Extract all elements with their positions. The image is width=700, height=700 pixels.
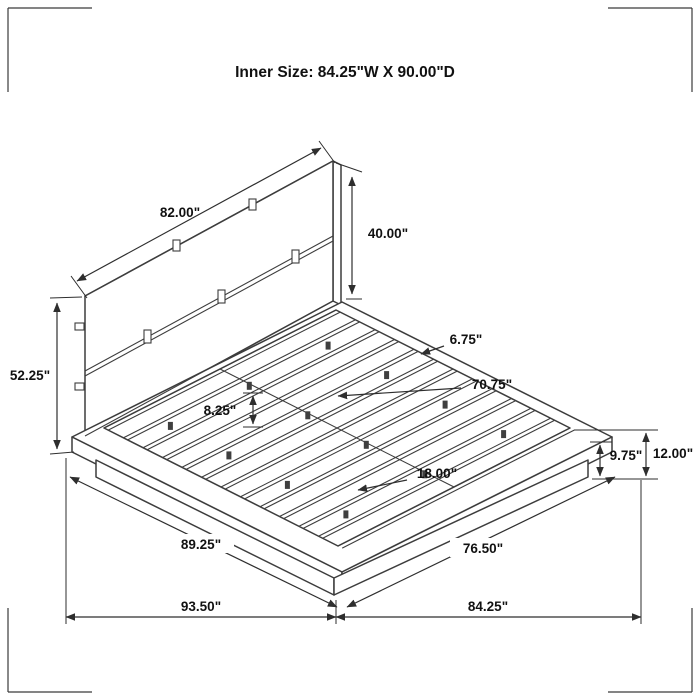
inner-size-title: Inner Size: 84.25"W X 90.00"D (235, 64, 455, 81)
dim-base-height-label: 9.75" (610, 448, 643, 463)
dim-headboard-width: 82.00" (70, 140, 336, 299)
left-edge-bracket (74, 382, 85, 391)
dim-right-width: 76.50" (346, 476, 616, 608)
dim-left-depth: 89.25" (69, 476, 338, 608)
dim-total-height: 52.25" (10, 296, 83, 455)
headboard-right-edge (332, 160, 342, 306)
dim-slat-length: 70.75" (337, 377, 512, 400)
headboard-base-line (84, 300, 334, 437)
dim-right-width-label: 76.50" (463, 541, 503, 556)
dim-overall-depth-label: 84.25" (468, 599, 508, 614)
dimensions: 82.00" 40.00" 52.25" 6.75" 70.75" 8.25 (10, 140, 693, 624)
dim-overall-width-label: 93.50" (181, 599, 221, 614)
dim-base-height: 9.75" (574, 429, 658, 480)
seam-connector (217, 289, 226, 304)
dim-slat-gap: 8.25" (204, 392, 263, 428)
dim-headboard-width-label: 82.00" (160, 205, 200, 220)
dim-clearance-label: 18.00" (417, 466, 457, 481)
dim-rail-width: 6.75" (420, 332, 483, 355)
dim-headboard-height: 40.00" (335, 162, 408, 300)
dim-left-depth-label: 89.25" (181, 537, 221, 552)
dim-overall-width: 93.50" (65, 458, 642, 624)
dim-slat-gap-label: 8.25" (204, 403, 237, 418)
dim-slat-length-label: 70.75" (472, 377, 512, 392)
left-edge-bracket (74, 322, 85, 331)
dim-total-height-label: 52.25" (10, 368, 50, 383)
top-edge-bracket (172, 239, 181, 252)
seam-connector (143, 329, 152, 344)
dim-rail-width-label: 6.75" (450, 332, 483, 347)
dim-overall-depth: 84.25" (335, 599, 642, 621)
dim-headboard-height-label: 40.00" (368, 226, 408, 241)
corner-marks (7, 7, 693, 693)
dim-platform-height: 12.00" (642, 432, 693, 477)
top-edge-bracket (248, 198, 257, 211)
seam-connector (291, 249, 300, 264)
dim-platform-height-label: 12.00" (653, 446, 693, 461)
